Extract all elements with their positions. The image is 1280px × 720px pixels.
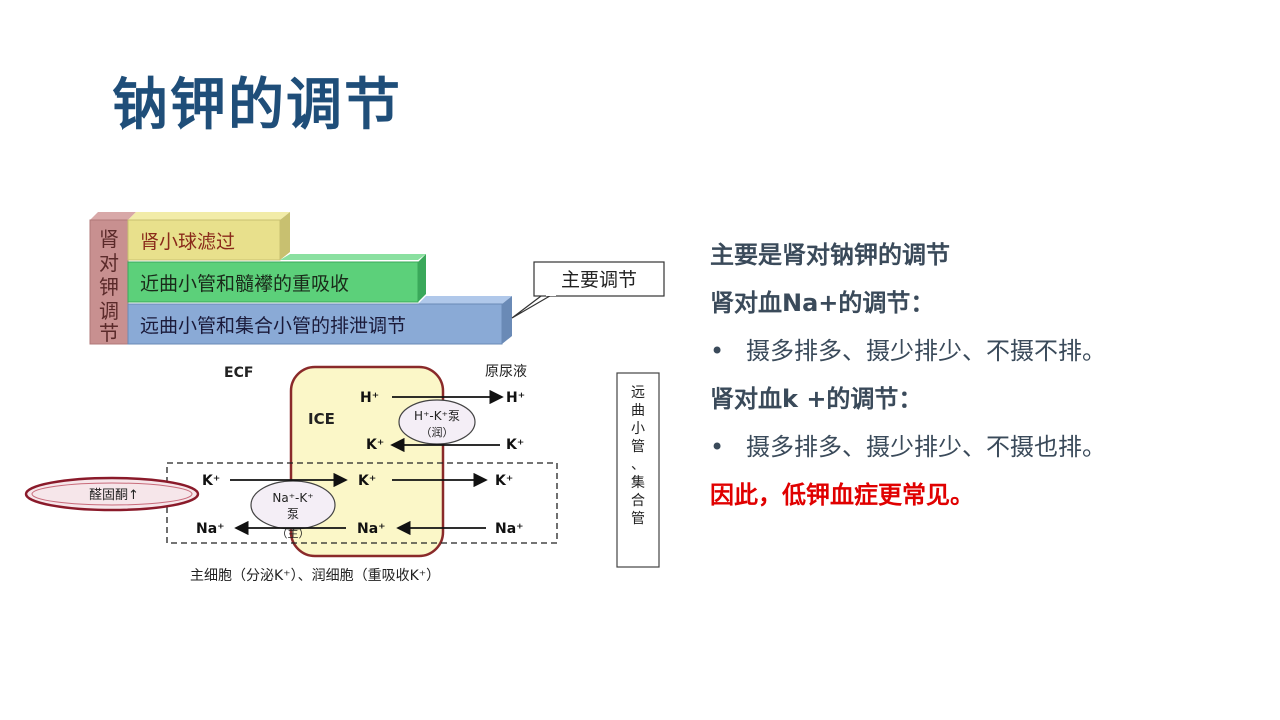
k-ion-top-outer: K⁺ (506, 437, 524, 453)
na-ion-center: Na⁺ (357, 521, 386, 537)
h-ion-outer: H⁺ (506, 390, 525, 406)
ice-label: ICE (308, 410, 335, 428)
page-title: 钠钾的调节 (112, 73, 402, 138)
side-char: 钾 (99, 275, 119, 299)
k-ion-mid-right: K⁺ (495, 473, 513, 489)
layer2-side (418, 254, 426, 302)
sodium-bullet: • 摄多排多、摄少排少、不摄不排。 (710, 331, 1250, 379)
tubule-side-box (616, 372, 660, 568)
bullet-icon: • (710, 337, 725, 365)
na-k-pump-label: Na⁺-K⁺ (272, 491, 313, 505)
right-panel: 主要是肾对钠钾的调节 肾对血Na+的调节： • 摄多排多、摄少排少、不摄不排。 肾… (710, 235, 1250, 523)
aldosterone-badge (24, 476, 200, 512)
layer3-face (127, 303, 503, 345)
h-k-pump (398, 399, 476, 445)
sodium-bullet-text: 摄多排多、摄少排少、不摄不排。 (746, 337, 1106, 365)
potassium-heading: 肾对血k +的调节： (710, 385, 923, 413)
side-column (89, 219, 129, 345)
layer1-face (127, 219, 281, 261)
layer1-label: 肾小球滤过 (140, 231, 235, 253)
k-ion-mid-center: K⁺ (358, 473, 376, 489)
side-column-label: 肾 对 钾 调 节 (99, 227, 119, 345)
tubule-char: 小 (631, 421, 645, 437)
tubule-char: 远 (631, 385, 645, 401)
layer1-side (280, 212, 290, 260)
potassium-bullet: • 摄多排多、摄少排少、不摄也排。 (710, 427, 1250, 475)
bullet-icon: • (710, 433, 725, 461)
h-ion-inner: H⁺ (360, 390, 379, 406)
layer3-side (502, 296, 512, 344)
ecf-label: ECF (224, 365, 253, 381)
side-char: 调 (99, 299, 119, 323)
layer3-top (418, 296, 512, 304)
k-ion-top-inner: K⁺ (366, 437, 384, 453)
layer2-face (127, 261, 419, 303)
urine-label: 原尿液 (485, 364, 527, 380)
callout-box (533, 261, 665, 297)
layer1-top (128, 212, 290, 220)
sodium-heading: 肾对血Na+的调节： (710, 289, 935, 317)
h-k-pump-sub: （润） (421, 425, 454, 439)
na-k-pump-sub: （主） (277, 527, 310, 540)
na-k-pump-label-2: 泵 (287, 507, 299, 521)
diagram-caption: 主细胞（分泌K⁺）、润细胞（重吸收K⁺） (190, 568, 440, 584)
tubule-side-label: 远 曲 小 管 、 集 合 管 (631, 385, 645, 527)
side-char: 对 (99, 251, 119, 275)
h-k-pump-label: H⁺-K⁺泵 (414, 409, 460, 423)
layer2-label: 近曲小管和髓襻的重吸收 (140, 273, 349, 295)
conclusion-text: 因此，低钾血症更常见。 (710, 481, 974, 509)
layer3-label: 远曲小管和集合小管的排泄调节 (140, 315, 406, 337)
tubule-char: 集 (631, 474, 645, 491)
potassium-bullet-text: 摄多排多、摄少排少、不摄也排。 (746, 433, 1106, 461)
tubule-char: 、 (631, 457, 645, 473)
tubule-char: 管 (631, 511, 645, 527)
side-char: 节 (99, 321, 119, 345)
aldosterone-label: 醛固酮↑ (89, 487, 139, 503)
panel-heading: 主要是肾对钠钾的调节 (710, 241, 950, 269)
k-ion-mid-left: K⁺ (202, 473, 220, 489)
callout-label: 主要调节 (561, 269, 637, 291)
na-k-pump (250, 480, 336, 530)
tubule-char: 管 (631, 439, 645, 455)
callout-pointer (511, 292, 558, 319)
side-char: 肾 (99, 227, 119, 251)
tubule-char: 曲 (631, 403, 645, 419)
na-ion-right: Na⁺ (495, 521, 524, 537)
na-ion-left: Na⁺ (196, 521, 225, 537)
layer2-top (280, 254, 426, 260)
tubule-char: 合 (631, 493, 645, 509)
side-column-top (90, 212, 136, 220)
